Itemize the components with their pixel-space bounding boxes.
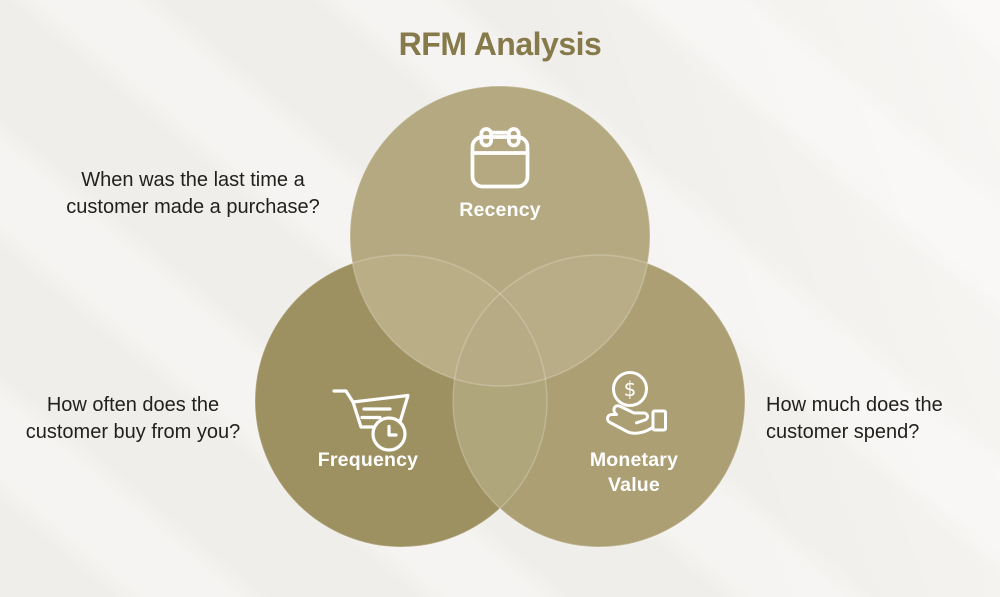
monetary-label-line2: Value bbox=[608, 473, 660, 496]
recency-question: When was the last time a customer made a… bbox=[28, 167, 358, 220]
recency-question-line2: customer made a purchase? bbox=[66, 195, 320, 218]
page-title: RFM Analysis bbox=[398, 26, 602, 62]
monetary-question: How much does the customer spend? bbox=[766, 392, 996, 445]
frequency-question-line2: customer buy from you? bbox=[25, 420, 241, 443]
overlap-center bbox=[453, 255, 547, 386]
coin-in-hand-icon: $ bbox=[597, 370, 669, 448]
recency-label: Recency bbox=[459, 199, 541, 221]
frequency-question: How often does the customer buy from you… bbox=[2, 392, 264, 445]
calendar-icon bbox=[467, 127, 533, 191]
recency-question-line1: When was the last time a bbox=[81, 169, 305, 191]
dollar-glyph: $ bbox=[624, 377, 637, 401]
frequency-question-line1: How often does the bbox=[46, 394, 220, 416]
monetary-question-line2: customer spend? bbox=[766, 420, 920, 443]
monetary-label-line1: Monetary bbox=[589, 449, 679, 471]
frequency-label: Frequency bbox=[317, 449, 419, 471]
circle-rims bbox=[254, 85, 746, 548]
shopping-cart-clock-icon bbox=[327, 382, 413, 454]
monetary-value-label: Monetary Value bbox=[564, 448, 704, 497]
monetary-question-line1: How much does the bbox=[766, 394, 943, 416]
